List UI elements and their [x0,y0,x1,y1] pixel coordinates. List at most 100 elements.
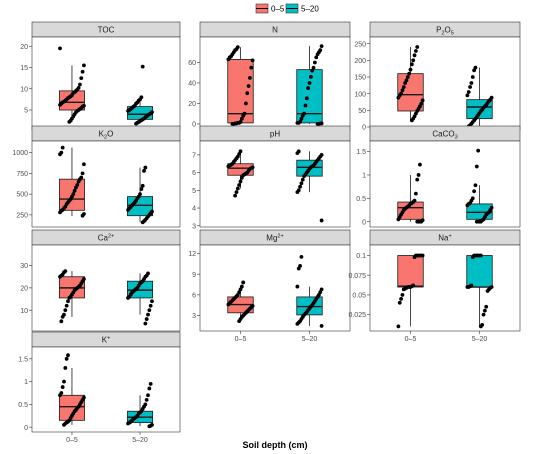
y-tick-label: 0.025 [348,312,366,319]
y-tick-label: 0.5 [18,402,28,409]
data-point [66,299,70,304]
y-tick-label: 0.05 [352,293,366,300]
data-point [72,188,77,193]
data-point [396,217,401,222]
data-point [310,68,315,73]
data-point [472,68,477,73]
data-point [239,116,244,121]
data-point [397,300,402,305]
data-point [295,190,300,194]
box-iqr [227,163,254,176]
data-point [67,296,72,300]
data-point [295,121,300,125]
data-point [470,75,475,79]
data-point [78,82,82,87]
data-point [58,393,62,398]
data-point [470,255,475,259]
data-point [226,164,231,169]
data-point [409,62,414,67]
data-point [150,299,154,304]
data-point [62,379,66,384]
data-point [248,75,252,80]
data-point [246,84,251,88]
data-point [63,366,68,370]
box-5-20 [295,44,324,126]
data-point [148,303,153,308]
data-point [239,176,244,180]
y-tick-label: 0 [24,425,28,432]
data-point [140,64,145,69]
data-point [472,189,477,194]
data-point [299,116,304,121]
y-tick-label: 150 [354,75,366,82]
y-tick-label: 10 [20,86,28,93]
data-point [60,145,65,150]
box-0-5 [58,353,86,427]
y-tick-label: 0 [362,125,366,132]
x-tick-label: 0–5 [66,437,78,444]
data-point [66,353,70,358]
data-point [58,152,62,157]
data-point [307,81,312,85]
data-point [413,191,418,196]
data-point [469,81,474,85]
data-point [465,203,470,208]
data-point [481,312,486,317]
data-point [243,101,248,106]
y-tick-label: 0 [192,122,196,129]
data-point [485,289,490,293]
data-point [312,60,317,65]
data-point [146,312,150,317]
y-tick-label: 5 [24,108,28,115]
data-point [473,183,478,188]
plot-area [199,140,351,228]
data-point [76,179,81,184]
panel-title: Na+ [438,234,451,243]
y-tick-label: 250 [16,212,28,219]
data-point [299,255,304,259]
y-tick-label: 3 [192,313,196,320]
data-point [466,90,471,94]
y-tick-label: 5 [192,188,196,195]
y-tick-label: 40 [188,81,196,88]
panel-title: K2O [99,130,114,141]
y-tick-label: 1.5 [18,356,28,363]
data-point [142,168,146,173]
y-tick-label: 20 [20,285,28,292]
data-point [401,287,406,292]
data-point [474,164,479,169]
data-point [58,274,62,279]
box-0-5 [396,253,425,329]
data-point [60,314,65,319]
x-tick-label: 5–20 [302,336,318,343]
y-tick-label: 200 [354,58,366,65]
data-point [411,58,416,63]
data-point [298,184,302,189]
data-point [126,108,130,113]
data-point [74,185,78,190]
y-tick-label: 3 [192,223,196,230]
data-point [468,85,472,89]
box-0-5 [58,145,86,218]
data-point [79,76,84,81]
data-point [238,179,243,184]
y-tick-label: 250 [354,41,366,48]
x-tick-label: 5–20 [472,336,488,343]
data-point [59,319,64,324]
plot-area [31,140,181,228]
data-point [476,148,481,153]
data-point [403,81,408,85]
box-0-5 [396,45,425,123]
data-point [139,187,144,192]
data-point [315,52,320,57]
box-5-20 [126,165,154,225]
panel-title: CaCO3 [432,130,457,141]
data-point [80,69,85,74]
y-tick-label: 4 [192,206,196,213]
box-5-20 [126,64,154,126]
